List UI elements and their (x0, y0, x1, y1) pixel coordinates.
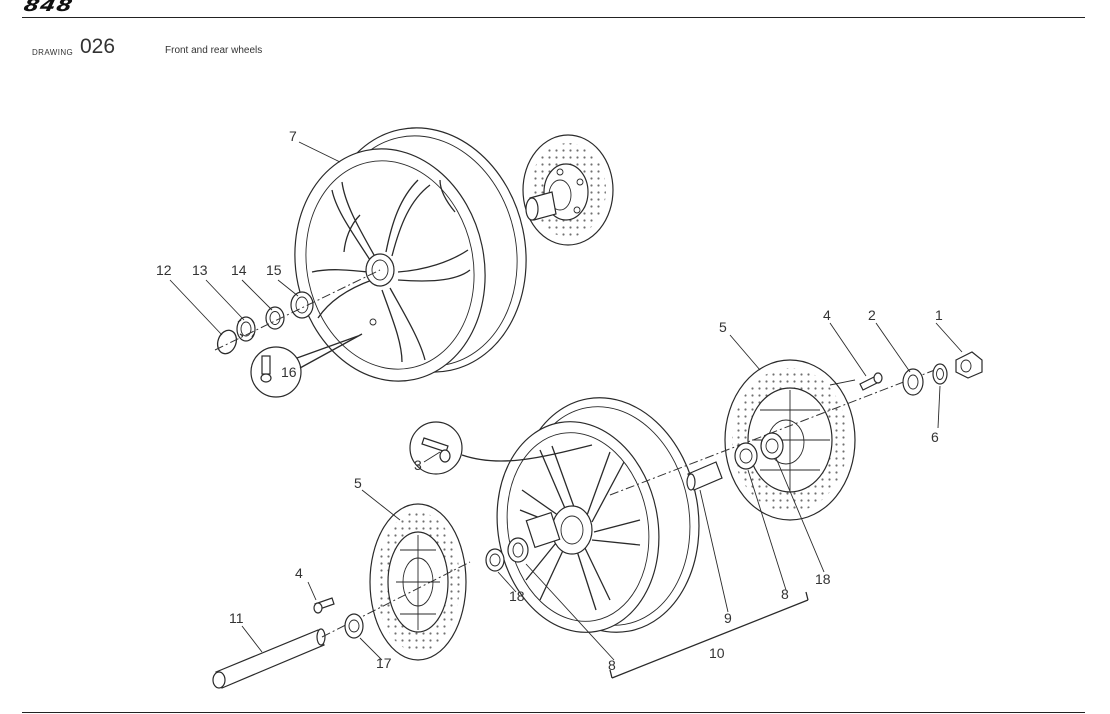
spacer-2 (902, 368, 924, 396)
callout-9: 9 (724, 610, 732, 626)
callout-17: 17 (376, 655, 392, 671)
leader-lines (169, 141, 963, 661)
callout-4-right: 4 (823, 307, 831, 323)
spacer-9 (686, 461, 723, 491)
front-brake-disc-left (369, 503, 467, 661)
washer-6 (932, 363, 948, 385)
assembly-bracket-10 (611, 599, 809, 679)
assembly-bracket-ends (609, 591, 809, 679)
callout-10: 10 (709, 645, 725, 661)
rear-wheel (294, 127, 527, 382)
bottom-rule (22, 712, 1085, 713)
screw-4-left (313, 597, 335, 614)
callout-15: 15 (266, 262, 282, 278)
callout-7: 7 (289, 128, 297, 144)
callout-12: 12 (156, 262, 172, 278)
callout-5-left: 5 (354, 475, 362, 491)
ring-nut-13 (236, 316, 256, 342)
front-wheel (496, 397, 700, 633)
rear-axis-line (214, 269, 381, 351)
callout-18-right: 18 (815, 571, 831, 587)
nut-1 (955, 351, 983, 379)
circlip-12 (216, 329, 238, 355)
rear-brake-disc (522, 134, 614, 246)
spacer-17 (344, 613, 364, 639)
callout-4-left: 4 (295, 565, 303, 581)
callout-11: 11 (229, 610, 244, 626)
valve-16-inset (250, 333, 363, 398)
valve-3-inset (409, 421, 593, 475)
callout-14: 14 (231, 262, 247, 278)
bearing-18-right (760, 432, 784, 460)
callout-6: 6 (931, 429, 939, 445)
front-axis-line-right (609, 367, 941, 496)
callout-8-right: 8 (781, 586, 789, 602)
callout-1: 1 (935, 307, 943, 323)
drawing-title: Front and rear wheels (165, 45, 263, 56)
callout-labels: 1 2 3 4 4 5 5 6 7 8 8 9 10 11 12 13 14 1… (156, 128, 943, 673)
bearing-15 (290, 291, 314, 319)
callout-16: 16 (281, 364, 297, 380)
front-brake-disc-right (724, 359, 856, 521)
bearing-8-right (734, 442, 758, 470)
washer-14 (265, 306, 285, 330)
drawing-number: 026 (80, 35, 116, 58)
callout-18-left: 18 (509, 588, 525, 604)
callout-3: 3 (414, 457, 422, 473)
front-axle-11 (212, 628, 326, 689)
callout-5-right: 5 (719, 319, 727, 335)
callout-2: 2 (868, 307, 876, 323)
front-axis-line-left (321, 561, 471, 638)
callout-13: 13 (192, 262, 208, 278)
bearing-18-left (485, 548, 505, 572)
callout-8-left: 8 (608, 657, 616, 673)
drawing-label: DRAWING (32, 48, 74, 57)
bearing-8-left (507, 537, 529, 563)
rear-wheel-spokes (311, 179, 471, 363)
top-rule (22, 17, 1085, 18)
screw-4-right (859, 372, 883, 391)
